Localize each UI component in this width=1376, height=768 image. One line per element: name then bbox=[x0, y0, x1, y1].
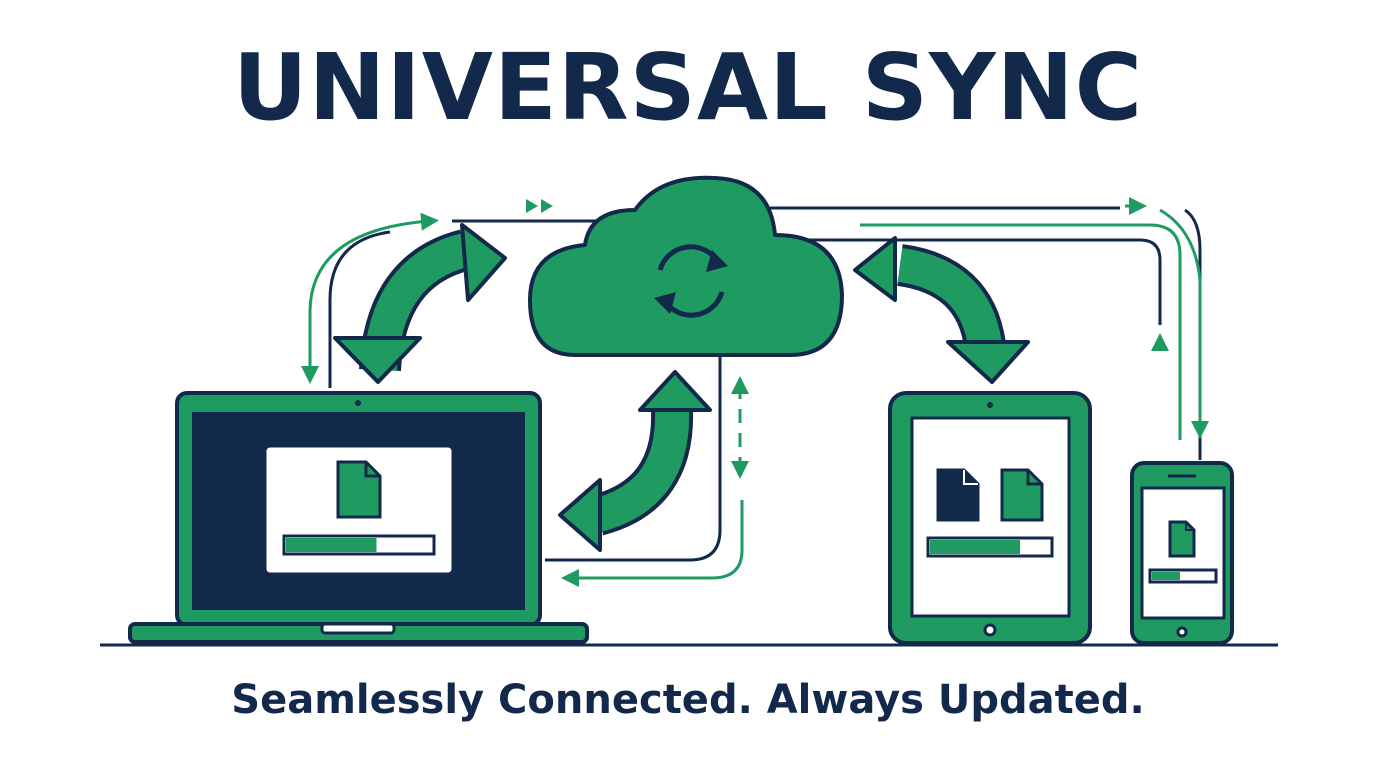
title: UNIVERSAL SYNC bbox=[232, 34, 1144, 141]
file-icon bbox=[936, 468, 980, 522]
file-icon bbox=[336, 460, 382, 519]
cloud-icon bbox=[528, 175, 844, 357]
tablet-progress-bar bbox=[926, 536, 1054, 558]
tagline: Seamlessly Connected. Always Updated. bbox=[231, 677, 1145, 723]
tablet-progress-fill bbox=[930, 540, 1020, 554]
guide-arrows bbox=[301, 197, 1209, 587]
file-icon bbox=[1000, 468, 1044, 522]
phone-progress-fill bbox=[1152, 572, 1180, 580]
big-arrow-center bbox=[558, 370, 712, 552]
laptop-progress-fill bbox=[286, 538, 377, 552]
big-arrow-laptop bbox=[333, 223, 507, 384]
file-icon bbox=[1168, 520, 1196, 558]
big-arrow-tablet bbox=[853, 236, 1030, 384]
laptop-icon bbox=[128, 391, 589, 644]
tablet-icon bbox=[888, 391, 1092, 645]
phone-progress-bar bbox=[1148, 568, 1218, 584]
laptop-progress-bar bbox=[282, 534, 436, 556]
phone-icon bbox=[1130, 461, 1234, 645]
fast-forward-icon bbox=[526, 199, 553, 213]
